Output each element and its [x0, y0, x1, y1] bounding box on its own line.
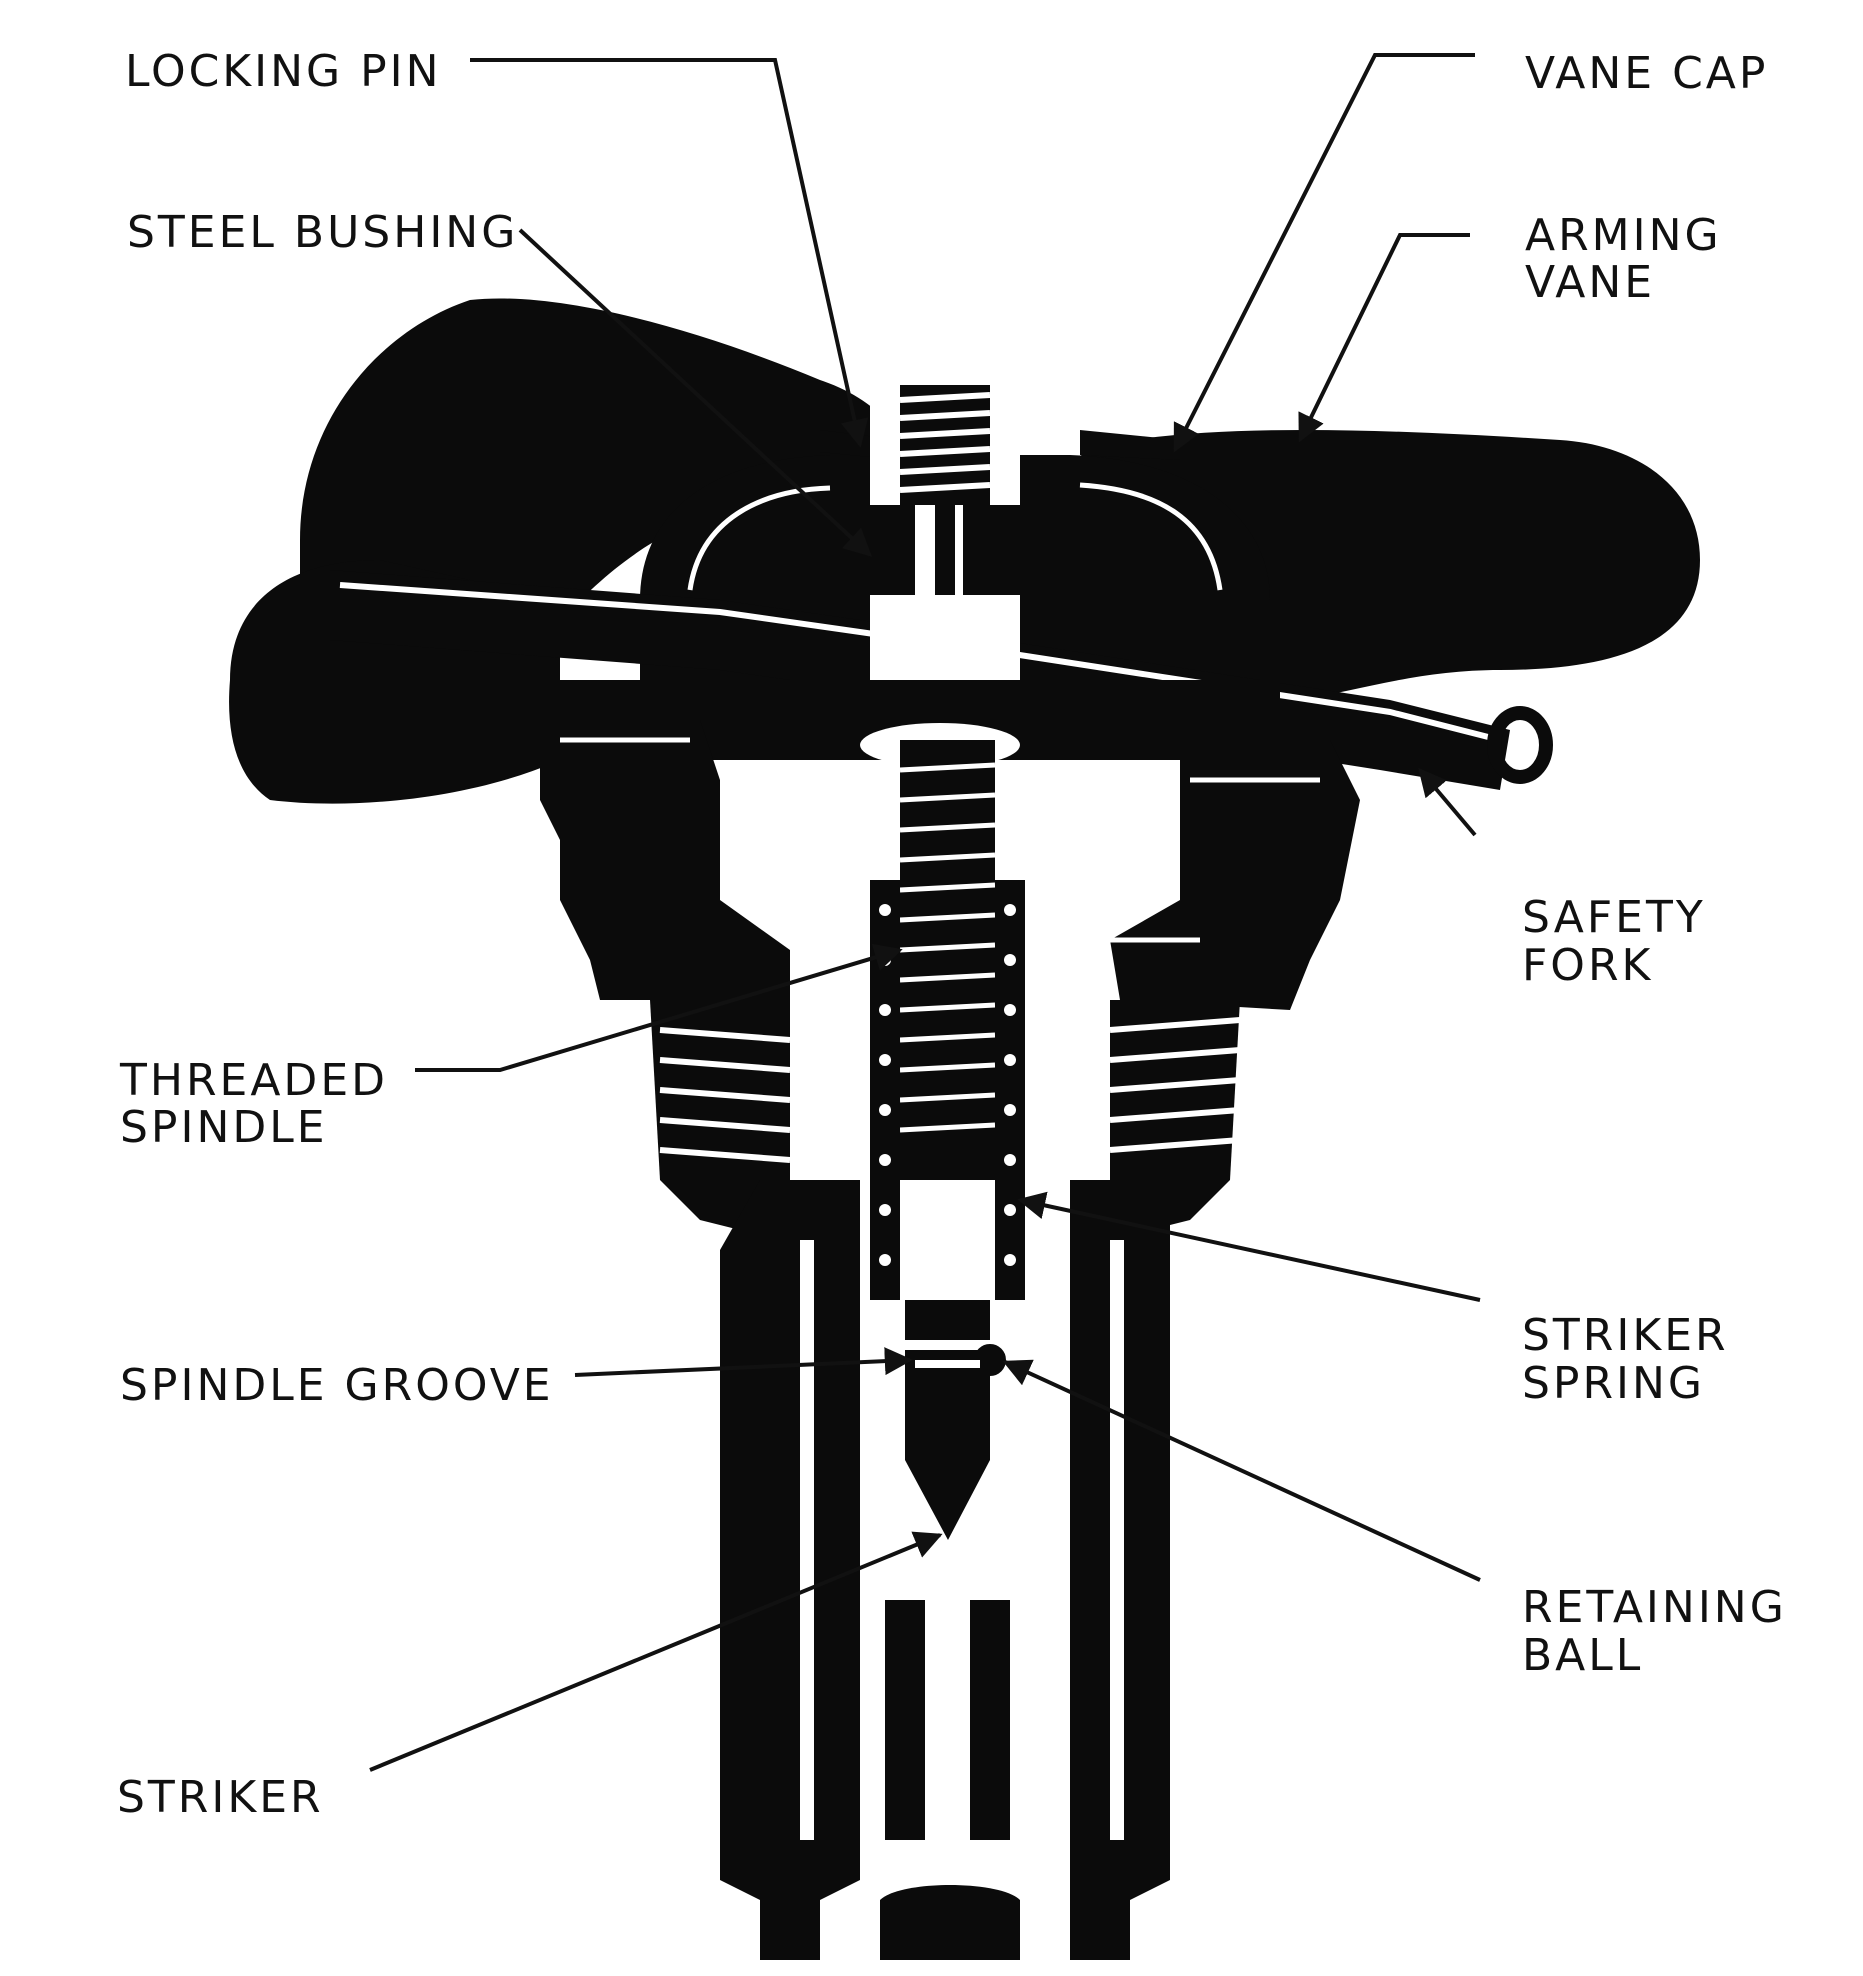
label-safety-fork-line2: FORK: [1522, 940, 1653, 991]
striker: [905, 1410, 990, 1540]
label-safety-fork-line1: SAFETY: [1522, 892, 1706, 943]
label-arming-vane-line2: VANE: [1525, 257, 1655, 308]
spindle-groove: [905, 1350, 990, 1410]
leader-lines: [369, 53, 1481, 1772]
steel-bushing: [870, 505, 1020, 595]
label-threaded-spindle-line1: THREADED: [119, 1055, 388, 1106]
label-vane-cap: VANE CAP: [1525, 48, 1768, 99]
label-retaining-ball-line1: RETAINING: [1522, 1582, 1787, 1633]
callout-labels: LOCKING PIN STEEL BUSHING VANE CAP ARMIN…: [117, 46, 1787, 1823]
label-locking-pin: LOCKING PIN: [125, 46, 442, 97]
label-spindle-groove: SPINDLE GROOVE: [120, 1360, 554, 1411]
label-striker: STRIKER: [117, 1772, 324, 1823]
arming-vane-left-blade: [300, 298, 906, 620]
label-striker-spring-line2: SPRING: [1522, 1358, 1705, 1409]
vane-cap-pin: [1080, 430, 1180, 460]
fuze-body-left-wall: [720, 1180, 860, 1960]
threaded-spindle: [900, 740, 995, 1180]
label-arming-vane-line1: ARMING: [1525, 210, 1722, 261]
label-retaining-ball-line2: BALL: [1522, 1630, 1643, 1681]
safety-fork-left-lug: [540, 720, 790, 1000]
label-threaded-spindle-line2: SPINDLE: [120, 1102, 328, 1153]
fuze-illustration: [229, 298, 1700, 1960]
label-steel-bushing: STEEL BUSHING: [127, 207, 518, 258]
label-striker-spring-line1: STRIKER: [1522, 1310, 1729, 1361]
